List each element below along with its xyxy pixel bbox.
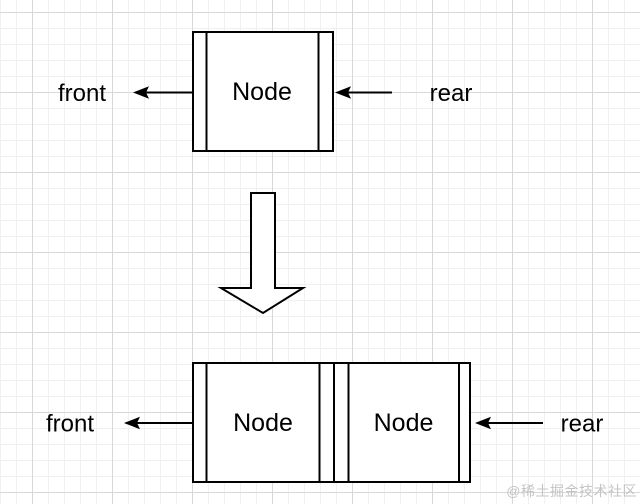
bottom-rear-pointer: rear bbox=[475, 411, 603, 438]
top-node-label: Node bbox=[232, 78, 292, 106]
bottom-nodes-shape: Node Node bbox=[192, 362, 471, 483]
top-node-box bbox=[192, 31, 334, 152]
top-node-shape: Node bbox=[192, 31, 334, 152]
top-rear-pointer: rear bbox=[335, 80, 472, 107]
bottom-rear-label: rear bbox=[561, 411, 604, 438]
bottom-node1-label: Node bbox=[233, 409, 293, 437]
bottom-front-arrowhead-icon bbox=[124, 416, 140, 430]
top-rear-arrowhead-icon bbox=[335, 86, 351, 99]
bottom-front-pointer: front bbox=[46, 411, 193, 438]
top-rear-label: rear bbox=[430, 80, 473, 107]
top-front-label: front bbox=[58, 80, 106, 107]
bottom-front-label: front bbox=[46, 411, 94, 438]
top-front-arrowhead-icon bbox=[133, 86, 149, 99]
top-front-pointer: front bbox=[58, 80, 193, 107]
down-arrow-icon bbox=[217, 192, 307, 315]
bottom-rear-arrowhead-icon bbox=[475, 416, 491, 430]
bottom-node2-label: Node bbox=[374, 409, 434, 437]
watermark: @稀土掘金技术社区 bbox=[506, 483, 637, 499]
